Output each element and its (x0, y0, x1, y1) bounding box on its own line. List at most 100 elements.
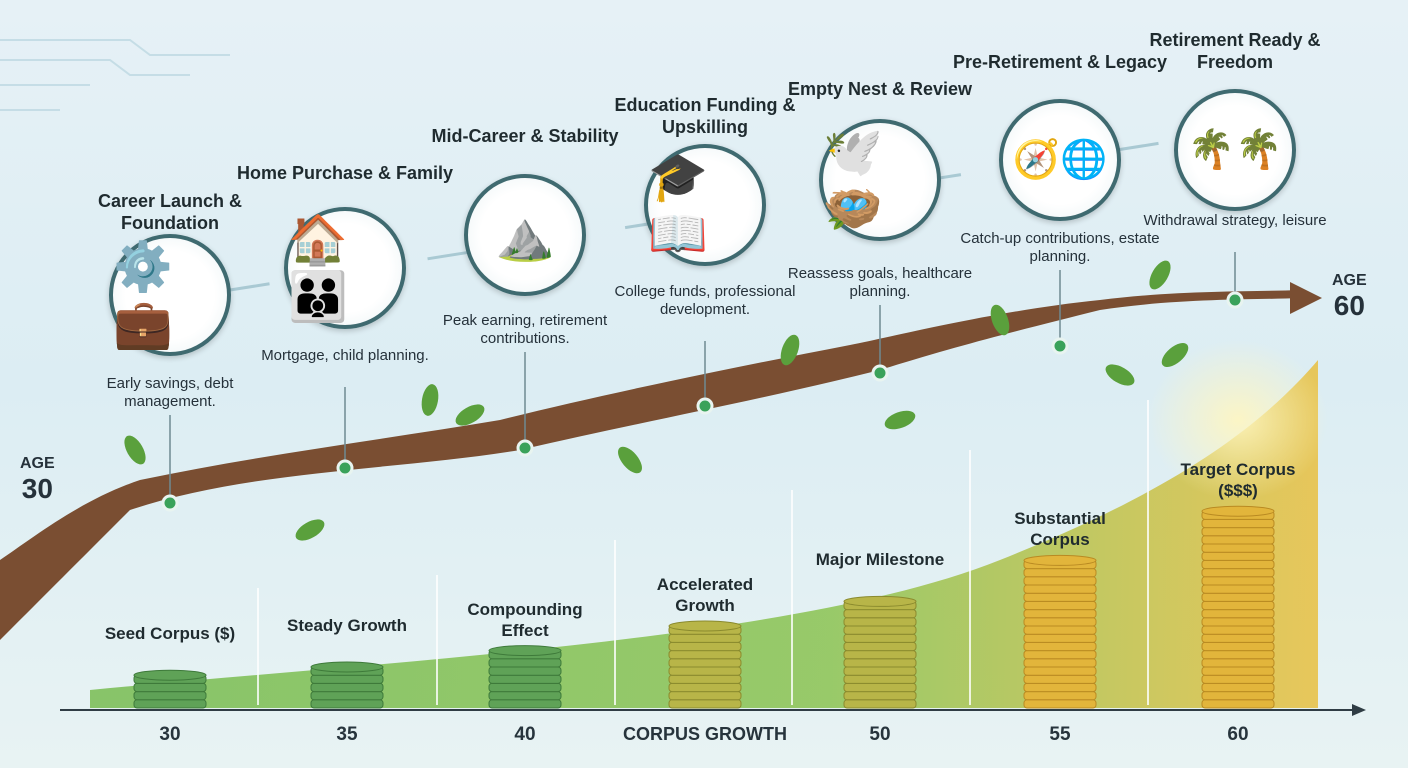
milestone-title: Career Launch & Foundation (97, 191, 243, 233)
milestone-node (161, 494, 179, 512)
coin (843, 682, 917, 693)
age-start-label: AGE (20, 455, 55, 472)
coin (1023, 650, 1097, 660)
milestone-node (696, 397, 714, 415)
corpus-growth-area (90, 360, 1318, 708)
coin (843, 658, 917, 668)
coin (488, 674, 562, 684)
coin-top (1201, 505, 1275, 517)
milestone-title: Pre-Retirement & Legacy (952, 52, 1168, 72)
axis-arrow-icon (1352, 704, 1366, 716)
coin (668, 633, 742, 643)
coin (1201, 625, 1275, 635)
axis-tick-label: 50 (869, 724, 891, 745)
coin (668, 658, 742, 668)
coin (133, 699, 207, 709)
axis-tick-label: 35 (336, 724, 358, 745)
coin (310, 699, 384, 709)
coin (1023, 666, 1097, 676)
birds-nest-icon: 🕊️🪺 (819, 119, 941, 241)
milestone-description: College funds, professional development. (614, 283, 796, 318)
coin-top (488, 645, 562, 657)
milestone-node (1226, 291, 1244, 309)
coin-top (133, 669, 207, 681)
coin (488, 666, 562, 676)
coin (1023, 699, 1097, 709)
graduation-cap-book-icon: 🎓📖 (644, 144, 766, 266)
coin (668, 699, 742, 709)
age-end-label: AGE (1332, 272, 1367, 289)
coin (1201, 600, 1275, 611)
coin (1201, 543, 1275, 553)
coin (1201, 682, 1275, 693)
coin (1201, 691, 1275, 701)
coin (843, 625, 917, 635)
coin (1023, 592, 1097, 602)
coin (1201, 650, 1275, 660)
coin (488, 691, 562, 701)
stack-label: Seed Corpus ($) (104, 624, 236, 644)
coin (1023, 674, 1097, 684)
milestone-title: Empty Nest & Review (787, 79, 973, 99)
tree-branch (0, 290, 1300, 640)
stack-label: Compounding Effect (467, 599, 583, 640)
coin (133, 682, 207, 693)
coin (843, 609, 917, 619)
house-family-icon: 🏠👪 (284, 207, 406, 329)
axis-tick-label: 30 (159, 724, 181, 745)
coin (1023, 625, 1097, 635)
coin (1201, 584, 1275, 594)
milestone-title: Mid-Career & Stability (431, 126, 619, 146)
coin-top (310, 661, 384, 673)
coin-stack (1201, 505, 1275, 709)
milestone-title: Home Purchase & Family (236, 163, 454, 183)
coin (1023, 682, 1097, 693)
coin (1201, 609, 1275, 619)
coin (668, 650, 742, 660)
age-start-value: 30 (21, 473, 53, 504)
coin (1023, 609, 1097, 619)
coin (1201, 633, 1275, 643)
coin (1201, 576, 1275, 586)
axis-tick-label: 40 (514, 724, 536, 745)
coin (843, 650, 917, 660)
compass-globe-icon: 🧭🌐 (999, 99, 1121, 221)
coin (1023, 658, 1097, 668)
coin (843, 633, 917, 643)
milestone-description: Reassess goals, healthcare planning. (787, 265, 973, 300)
coin (1023, 617, 1097, 627)
coin-top (1023, 554, 1097, 566)
milestone-node (516, 439, 534, 457)
coin (843, 674, 917, 684)
gears-briefcase-icon: ⚙️💼 (109, 234, 231, 356)
coin (1201, 641, 1275, 652)
circuit-lines (0, 39, 230, 111)
axis-tick-label: 60 (1227, 724, 1249, 745)
coin (843, 691, 917, 701)
stack-label: Major Milestone (815, 550, 945, 570)
coin (1023, 584, 1097, 594)
coin (668, 666, 742, 676)
milestone-node (871, 364, 889, 382)
milestone-node (1051, 337, 1069, 355)
coin-stack (668, 620, 742, 709)
coin (1201, 559, 1275, 570)
coin-top (843, 595, 917, 607)
palm-hammock-icon: 🌴🌴 (1174, 89, 1296, 211)
coin-stack (310, 661, 384, 709)
coin (1201, 535, 1275, 545)
stack-label: Accelerated Growth (656, 575, 754, 615)
coin (133, 691, 207, 701)
stack-label: Target Corpus ($$$) (1180, 460, 1296, 501)
coin (1023, 600, 1097, 611)
coin (1201, 527, 1275, 537)
milestone-description: Catch-up contributions, estate planning. (960, 230, 1160, 265)
coin (1201, 568, 1275, 578)
coin (668, 641, 742, 652)
coin-stack (843, 595, 917, 709)
milestone-title: Retirement Ready & Freedom (1149, 30, 1321, 72)
coin-top (668, 620, 742, 632)
